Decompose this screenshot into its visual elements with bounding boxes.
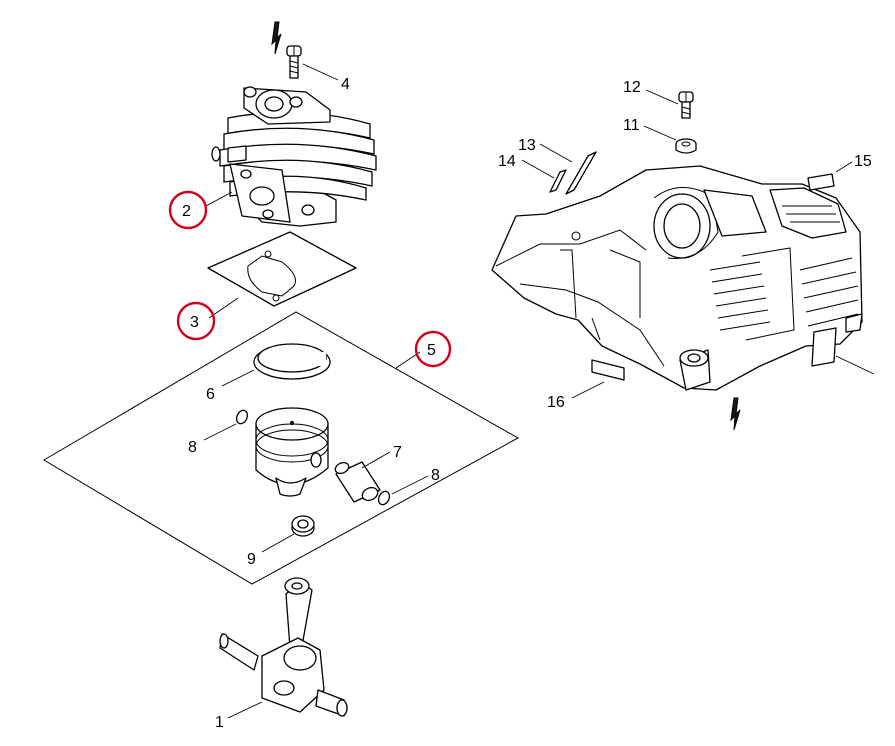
highlight-ring-3: [176, 301, 216, 341]
callout-11: 11: [623, 117, 640, 134]
piston-icon[interactable]: [255, 407, 329, 497]
callout-8: 8: [188, 439, 197, 456]
highlight-ring-2: [168, 190, 208, 230]
leader-line: [391, 475, 429, 495]
bolt-4-icon[interactable]: [286, 45, 302, 79]
leader-line: [835, 355, 875, 375]
callout-14: 14: [498, 153, 516, 170]
highlight-ring-5: [414, 330, 452, 368]
callout-8: 8: [431, 467, 440, 484]
leader-line: [645, 89, 679, 105]
needle-bearing-9-icon[interactable]: [291, 515, 315, 537]
bolt-12-icon[interactable]: [678, 91, 694, 119]
pointer-arrow-icon: [730, 397, 741, 431]
callout-9: 9: [247, 551, 256, 568]
leader-line: [643, 125, 677, 141]
circlip-8-icon[interactable]: [235, 409, 250, 426]
circlip-8-icon[interactable]: [377, 490, 392, 507]
leader-line: [361, 451, 391, 469]
label-16-icon[interactable]: [591, 359, 625, 381]
callout-4: 4: [341, 76, 350, 93]
leader-line: [205, 191, 233, 207]
piston-kit-panel: [43, 311, 520, 585]
piston-ring-6-icon[interactable]: [253, 343, 331, 380]
callout-6: 6: [206, 386, 215, 403]
pointer-arrow-icon: [271, 21, 282, 55]
leader-line: [302, 63, 339, 81]
callout-7: 7: [393, 444, 402, 461]
leader-line: [261, 533, 295, 553]
callout-16: 16: [547, 394, 565, 411]
callout-2: 2: [182, 203, 191, 220]
leader-line: [571, 381, 605, 399]
piston-pin-7-icon[interactable]: [334, 461, 381, 503]
callout-1: 1: [215, 714, 224, 731]
fan-cover-icon[interactable]: [491, 165, 863, 391]
label-15-icon[interactable]: [807, 173, 835, 191]
leader-line: [521, 159, 555, 179]
leader-line: [221, 369, 255, 387]
callout-5: 5: [427, 342, 436, 359]
washer-11-icon[interactable]: [675, 138, 697, 154]
leader-line: [203, 423, 237, 441]
label-14-icon[interactable]: [549, 169, 567, 193]
label-13-icon[interactable]: [565, 151, 597, 195]
gasket-3-icon[interactable]: [207, 231, 357, 307]
cylinder-2-icon[interactable]: [211, 86, 377, 227]
leader-line: [227, 701, 263, 719]
crankshaft-1-icon[interactable]: [219, 577, 348, 717]
callout-12: 12: [623, 79, 641, 96]
callout-3: 3: [190, 314, 199, 331]
callout-15: 15: [854, 153, 872, 170]
leader-line: [539, 143, 573, 163]
leader-line: [835, 161, 853, 173]
callout-13: 13: [518, 137, 536, 154]
